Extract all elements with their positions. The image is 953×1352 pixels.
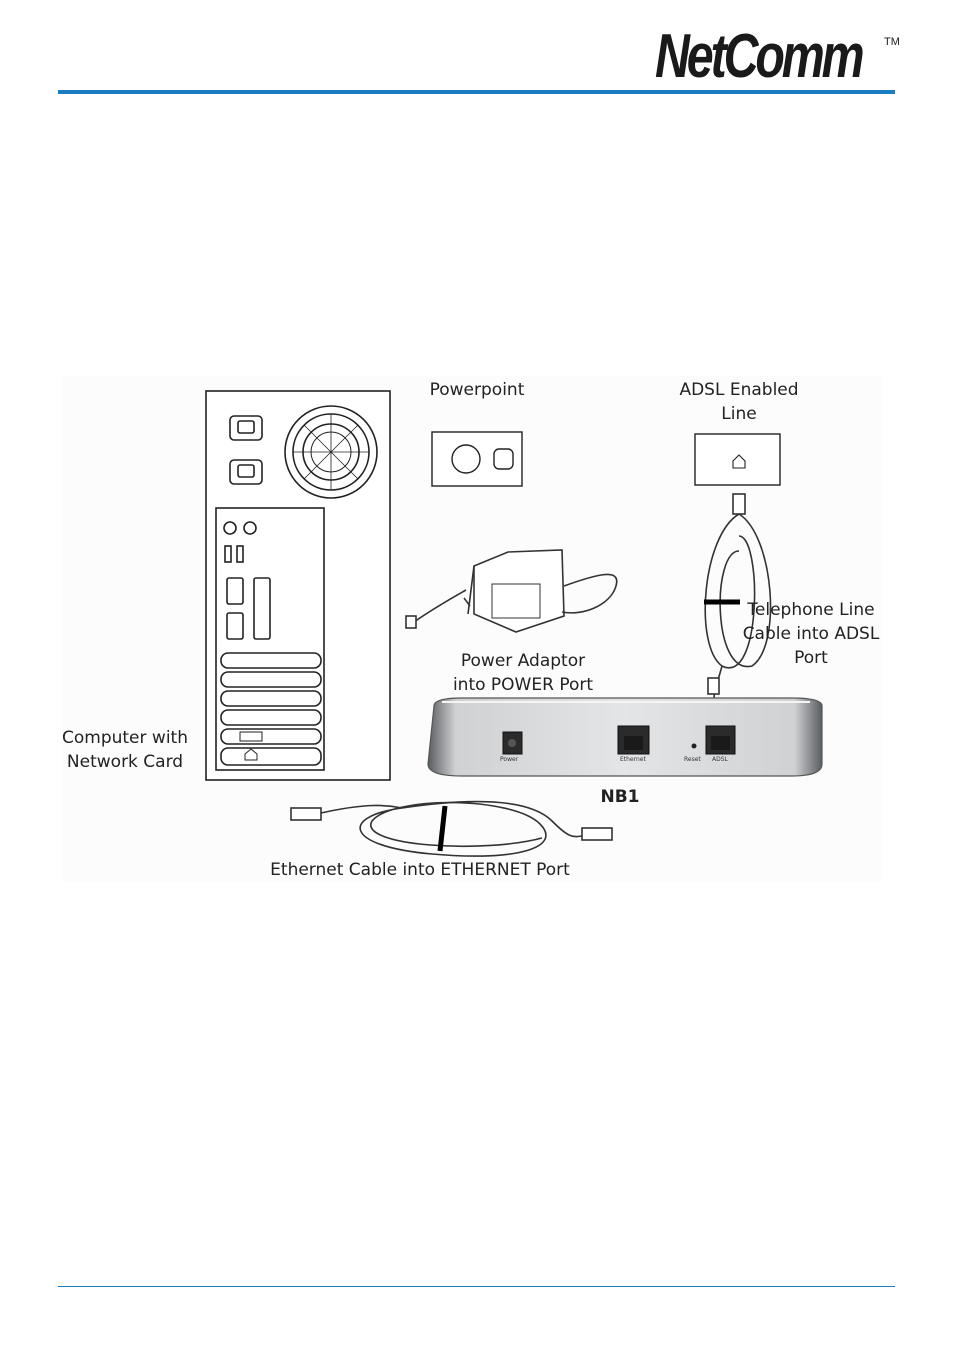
port-label-ethernet: Ethernet [620, 756, 646, 763]
telephone-cable-label: Telephone Line Cable into ADSL Port [736, 598, 886, 670]
power-adaptor-label: Power Adaptor into POWER Port [442, 649, 604, 697]
adsl-line-label: ADSL Enabled Line [662, 378, 816, 426]
connection-diagram: Powerpoint ADSL Enabled Line Telephone L… [62, 376, 882, 882]
powerpoint-label: Powerpoint [414, 378, 540, 402]
adsl-wall-socket [695, 434, 780, 485]
power-adaptor [406, 550, 617, 632]
ethernet-cable-label: Ethernet Cable into ETHERNET Port [262, 858, 578, 882]
port-label-adsl: ADSL [712, 756, 728, 763]
powerpoint-socket [432, 432, 522, 486]
logo-trademark: TM [884, 36, 900, 48]
logo-text: NetComm [655, 26, 862, 88]
computer-label: Computer with Network Card [58, 726, 192, 774]
device-label: NB1 [590, 785, 650, 809]
ethernet-cable [291, 802, 612, 857]
header-rule [58, 90, 895, 94]
nb1-modem-device [428, 698, 822, 776]
port-label-reset: Reset [684, 756, 701, 763]
footer-rule [58, 1286, 895, 1287]
computer-back-panel [206, 391, 390, 780]
port-label-power: Power [500, 756, 518, 763]
